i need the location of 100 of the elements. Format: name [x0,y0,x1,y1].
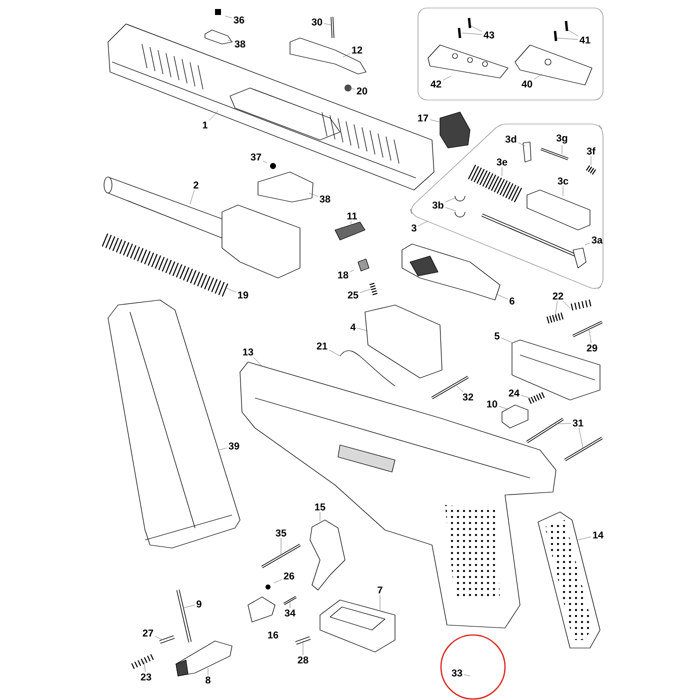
callout-number: 12 [352,46,362,54]
leader-line [534,74,542,80]
inset-panel [418,8,604,100]
callout-number: 1 [202,122,208,128]
inset-panel [410,124,604,289]
callout-number: 26 [284,572,294,580]
leader-line [498,406,508,410]
callout-number: 6 [510,297,514,305]
callout-number: 31 [572,419,584,427]
leader-line [590,156,592,166]
callout-number: 38 [234,40,246,48]
leader-line [328,350,340,356]
callout-number: 23 [140,673,152,681]
leader-line [554,300,558,318]
leader-line [350,270,354,272]
callout-number: 36 [234,16,244,24]
callout-number: 8 [206,676,210,684]
leader-line [462,32,482,35]
leader-line [456,384,464,392]
callout-number: 3a [592,236,603,244]
callout-number: 24 [508,390,520,396]
leader-line [218,448,228,450]
callout-number: 5 [494,332,500,340]
leader-line [442,76,452,80]
callout-number: 17 [418,114,428,122]
callout-number: 27 [142,630,154,636]
leader-line [262,160,268,164]
callout-number: 32 [462,393,474,401]
leader-line [464,674,470,676]
leader-line [520,395,534,400]
callout-number: 2 [194,182,198,188]
leader-line [562,186,564,196]
callout-number: 43 [484,31,494,39]
leader-line [445,207,456,212]
leader-line [308,192,318,197]
leader-line [357,328,368,332]
leader-line [280,538,282,556]
callout-number: 7 [378,586,382,594]
leader-line [568,30,578,36]
leader-line [209,110,218,121]
callout-number: 40 [522,80,532,88]
leader-line [144,660,146,672]
leader-line [588,328,592,344]
callout-number: 3b [432,201,444,209]
leader-line [496,294,508,300]
callout-number: 34 [284,609,296,617]
leader-line [226,288,236,292]
leader-line [430,119,440,122]
leader-line [228,40,234,42]
callout-number: 3c [558,177,568,185]
callout-number: 13 [243,348,254,356]
leader-line [190,190,195,204]
leader-line [418,220,428,226]
callout-number: 11 [347,212,357,220]
leader-line [578,536,592,540]
callout-number: 33 [452,669,462,677]
callout-number: 20 [356,87,368,95]
callout-number: 9 [196,600,202,608]
callout-number: 37 [250,153,262,161]
callout-number: 30 [312,18,322,26]
callout-number: 3e [496,158,508,166]
leader-line [501,338,514,344]
callout-number: 19 [238,291,248,299]
leader-line [252,356,262,366]
callout-number: 35 [276,529,286,537]
leader-line [274,579,282,584]
callout-number: 3f [586,147,596,155]
callout-number: 3g [556,134,568,144]
callout-number: 29 [586,344,598,352]
callout-number: 38 [320,195,330,203]
leader-line [470,26,482,32]
leader-line [302,640,304,656]
callout-number: 14 [593,532,604,538]
callout-number: 28 [298,656,308,664]
leader-line [360,288,372,293]
callout-number: 15 [315,504,326,510]
callout-number: 10 [487,400,498,408]
callout-number: 18 [338,271,348,279]
callout-number: 3 [411,224,416,232]
leader-line [342,53,350,58]
callout-number: 42 [430,80,442,88]
highlight-circle [440,634,506,700]
leader-line [350,220,352,230]
callout-number: 21 [316,342,328,350]
callout-number: 22 [552,292,564,300]
leader-line [556,38,578,40]
callout-number: 39 [228,442,240,450]
leader-line [445,198,456,202]
leader-line [562,300,570,308]
leader-line [584,242,590,246]
leader-line [518,142,526,146]
callout-number: 16 [268,631,278,639]
callout-number: 3d [505,135,516,143]
leader-line [182,604,195,608]
callout-number: 41 [580,36,590,44]
leader-line [224,16,232,18]
leader-line [554,423,572,424]
leader-line [324,23,332,26]
callout-number: 4 [350,324,356,330]
leader-line [348,88,356,90]
